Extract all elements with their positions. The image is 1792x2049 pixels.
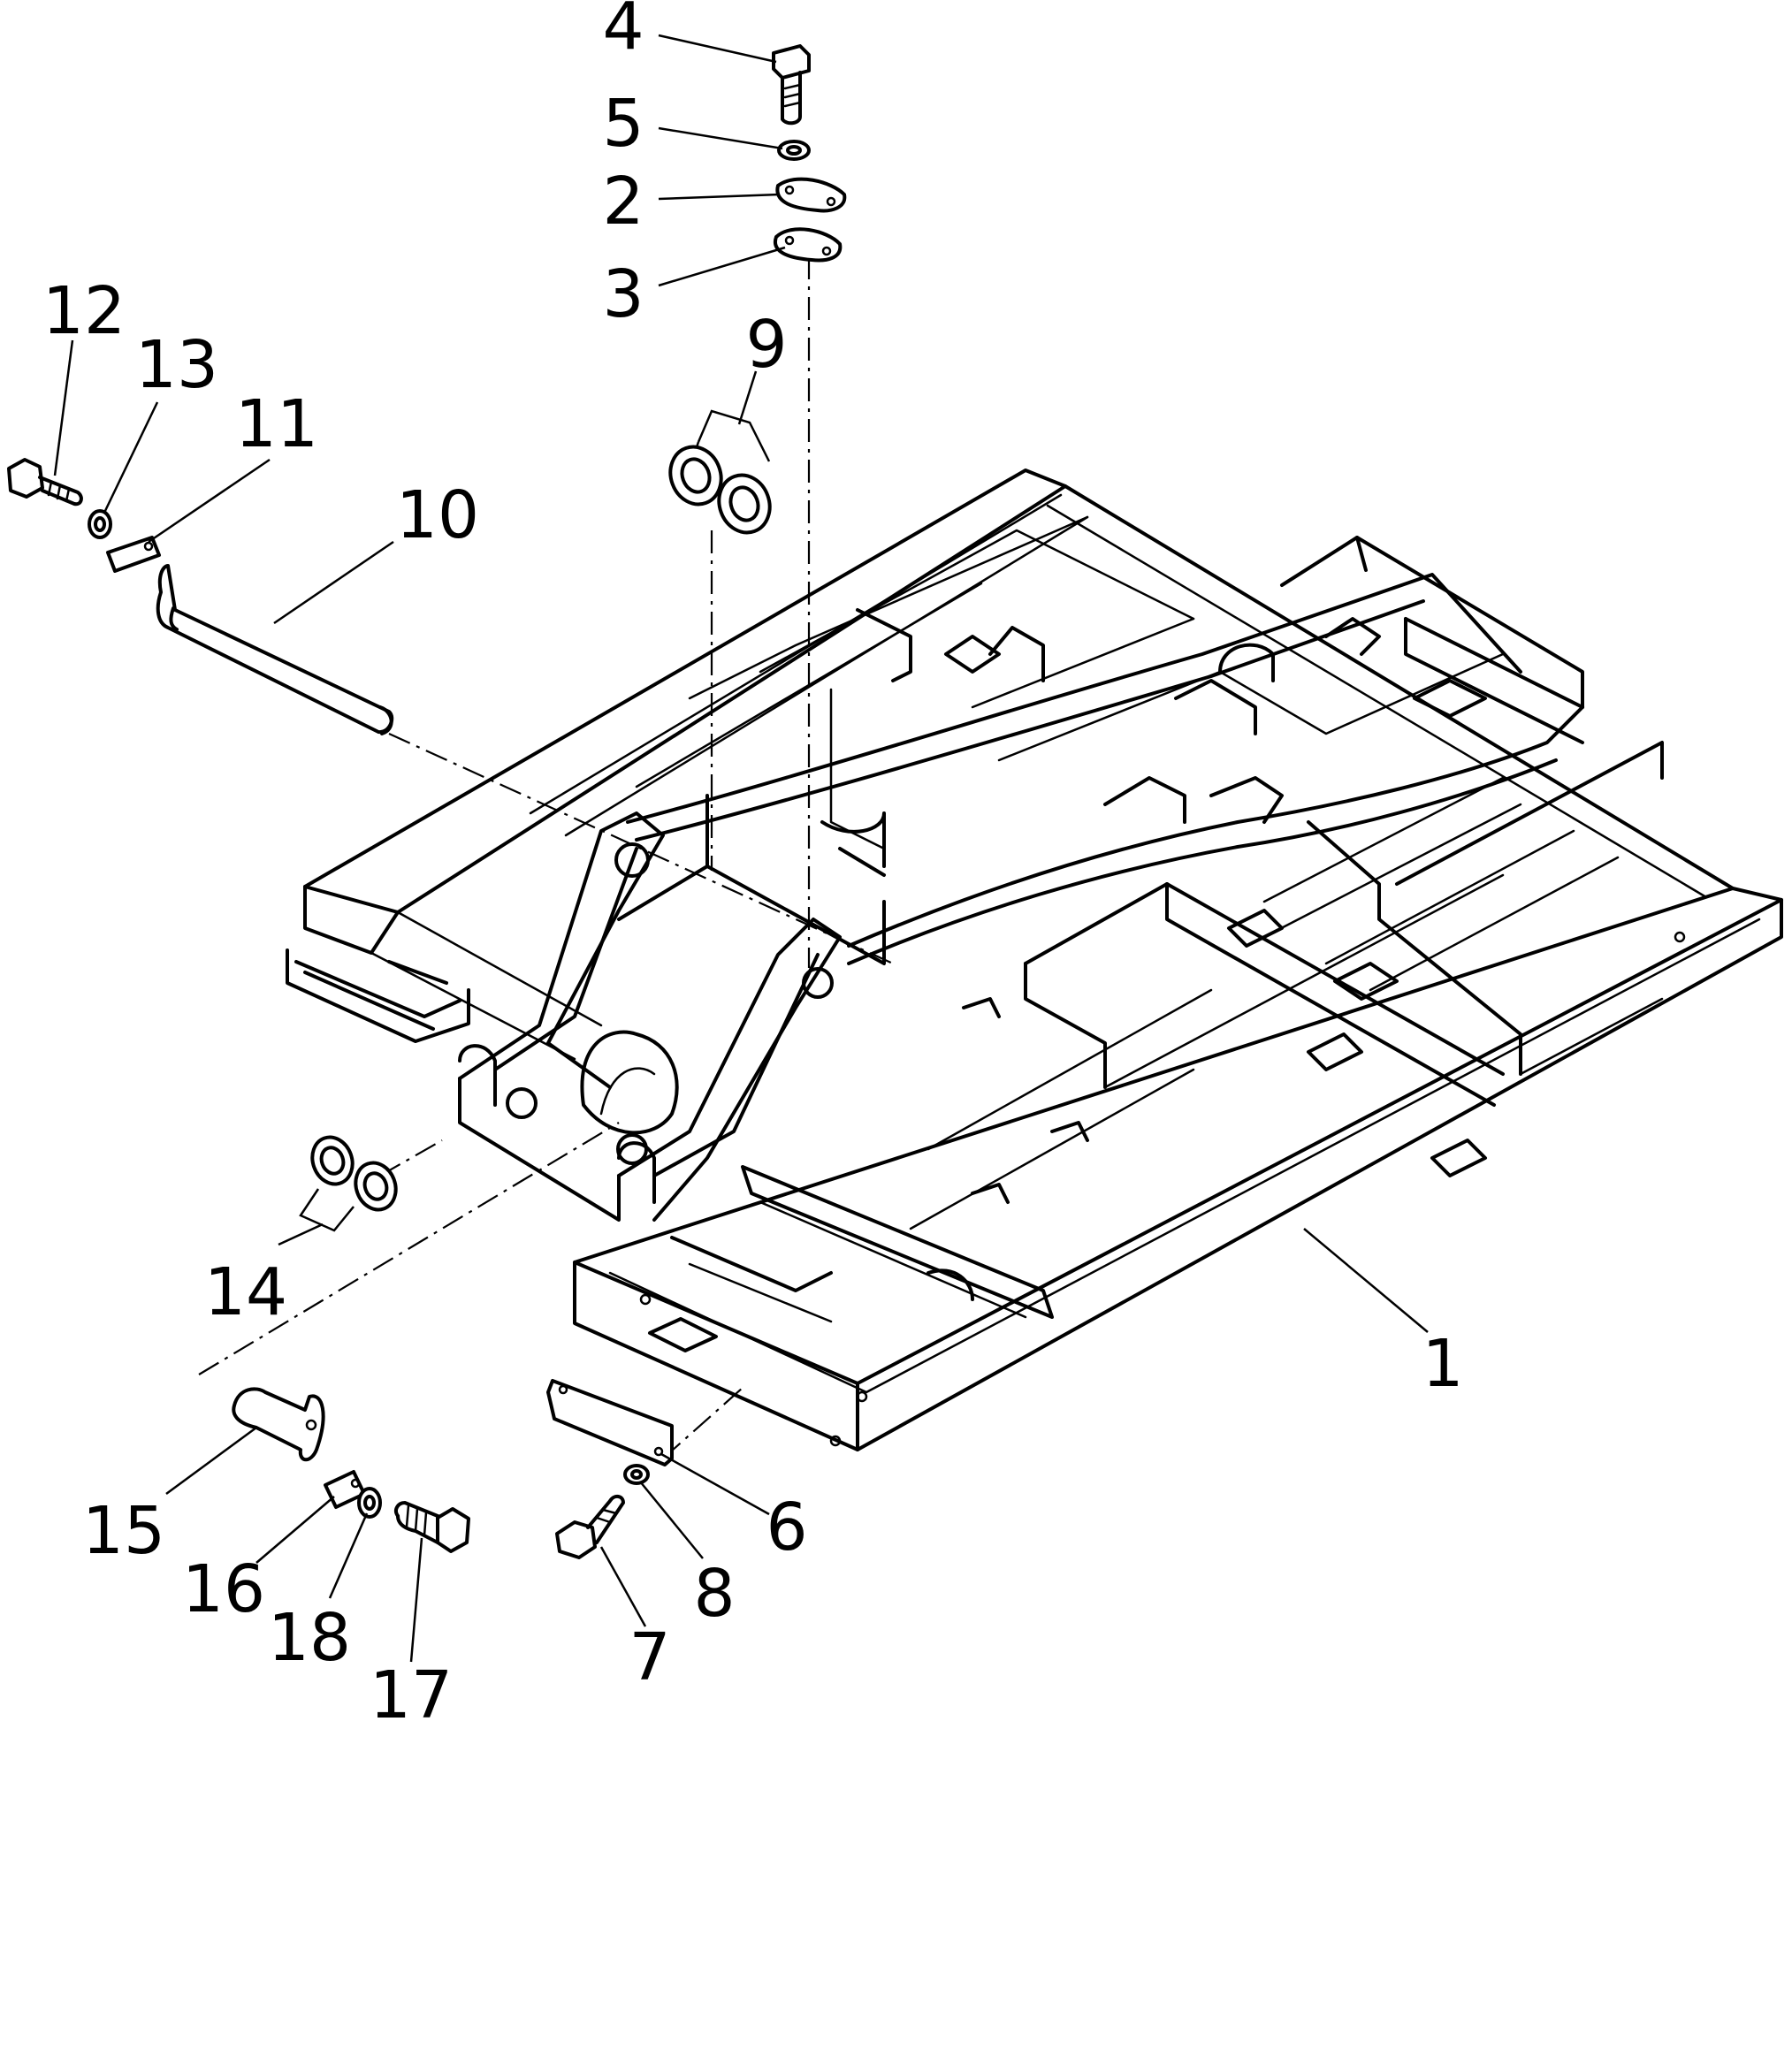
part-7-bolt-drawing: [555, 1495, 625, 1559]
part-4-bolt-drawing: [772, 44, 811, 126]
part-17-bolt-drawing: [394, 1501, 470, 1553]
label-part-15: 15: [82, 1493, 165, 1569]
label-part-16: 16: [182, 1551, 265, 1627]
part-14-shims-drawing: [299, 1135, 398, 1232]
part-18-washer-drawing: [357, 1487, 382, 1519]
label-part-9: 9: [745, 307, 787, 383]
label-part-11: 11: [235, 386, 318, 462]
part-12-bolt-drawing: [7, 458, 83, 507]
part-number-labels: 4 5 2 3 9 12 13 11 10 14 1 6 15 16 8 18 …: [42, 0, 1464, 1733]
label-part-1: 1: [1422, 1326, 1463, 1402]
label-part-3: 3: [602, 256, 644, 332]
label-part-18: 18: [268, 1600, 351, 1676]
revolving-frame-drawing: [286, 468, 1783, 1451]
assembly-centerlines: [198, 256, 894, 1459]
part-15-pin-drawing: [232, 1387, 325, 1462]
leader-lines: [53, 34, 1429, 1663]
part-9-shims-drawing: [668, 409, 772, 535]
label-part-13: 13: [135, 327, 218, 403]
label-part-7: 7: [629, 1619, 670, 1695]
label-part-5: 5: [602, 86, 644, 162]
label-part-14: 14: [204, 1254, 287, 1330]
part-13-washer-drawing: [88, 509, 112, 539]
part-2-plate-drawing: [775, 177, 847, 213]
label-part-8: 8: [693, 1556, 735, 1632]
part-3-plate-drawing: [773, 227, 843, 263]
label-part-2: 2: [602, 164, 644, 240]
part-6-cover-plate-drawing: [546, 1379, 674, 1466]
label-part-10: 10: [396, 477, 479, 553]
part-5-washer-drawing: [777, 140, 811, 161]
part-10-pin-drawing: [156, 564, 394, 735]
label-part-17: 17: [370, 1657, 453, 1733]
part-11-plate-drawing: [106, 536, 161, 573]
label-part-12: 12: [42, 273, 126, 349]
part-8-washer-drawing: [623, 1464, 650, 1485]
label-part-6: 6: [766, 1489, 807, 1565]
label-part-4: 4: [602, 0, 644, 65]
